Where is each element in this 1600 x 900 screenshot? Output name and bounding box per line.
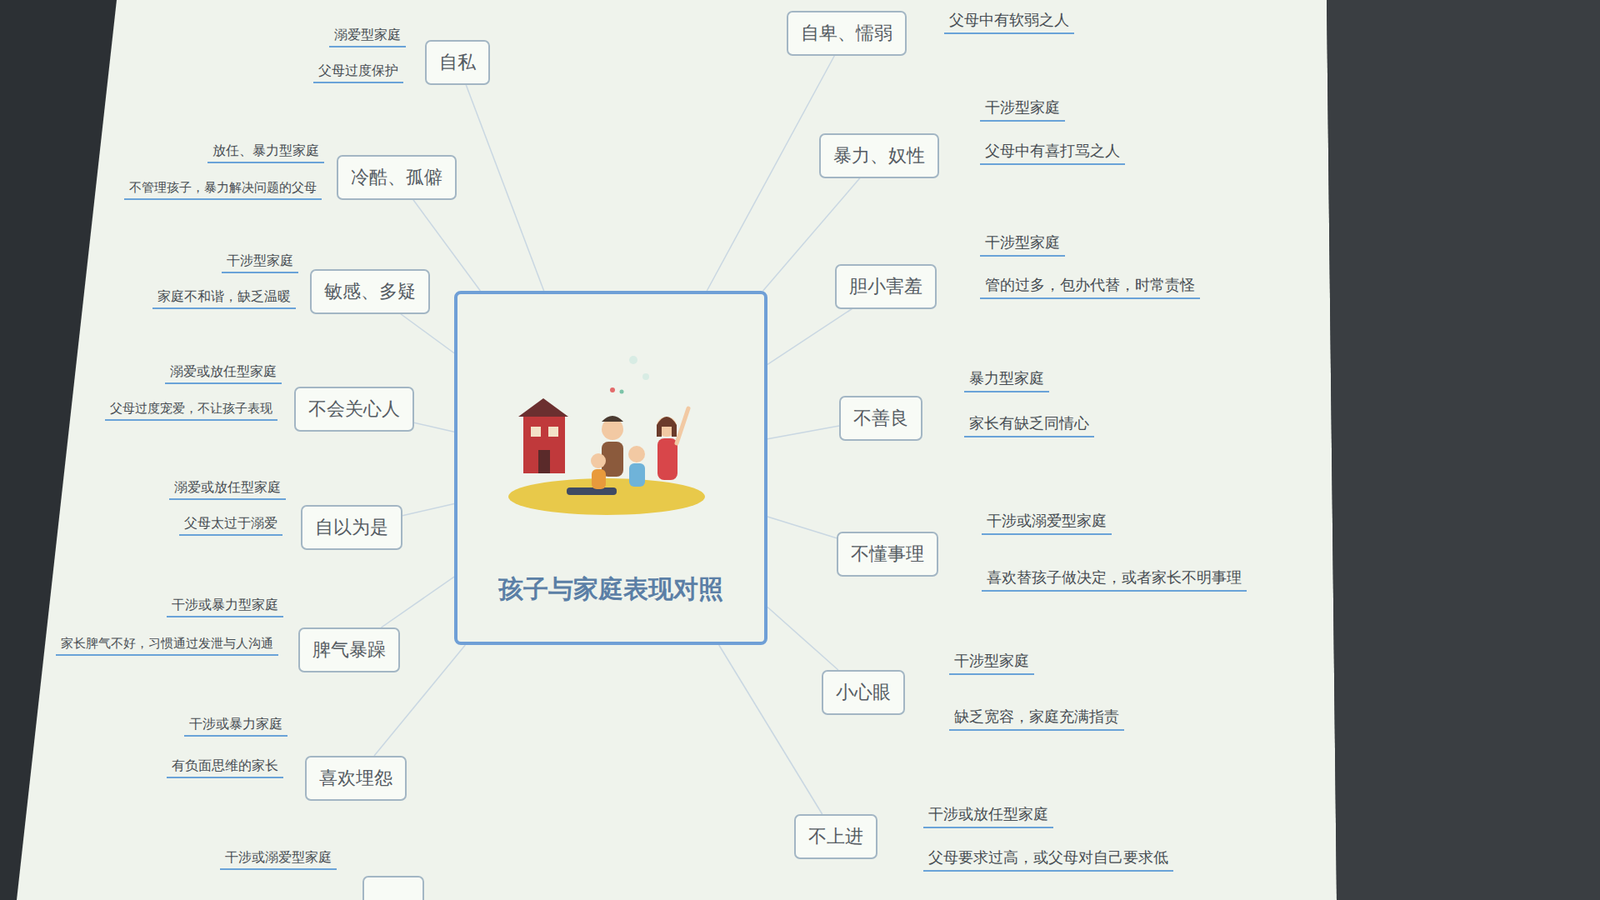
trait-text: 自私 <box>439 50 476 75</box>
cause-label: 父母中有喜打骂之人 <box>980 141 1125 165</box>
cause-label: 父母过度保护 <box>313 62 404 84</box>
screen-shadow <box>1326 0 1600 900</box>
trait-box: 自私 <box>425 40 490 85</box>
trait-text: 暴力、奴性 <box>833 144 925 168</box>
trait-text: 不懂事理 <box>850 542 925 566</box>
ground <box>508 478 705 515</box>
confetti <box>620 390 625 395</box>
branch-line <box>767 425 840 440</box>
branch-line <box>767 607 839 670</box>
cause-label: 不管理孩子，暴力解决问题的父母 <box>124 180 322 200</box>
trait-box: 不懂事理 <box>836 531 939 577</box>
cause-label: 家庭不和谐，缺乏温暖 <box>152 288 296 310</box>
branch-line <box>719 645 823 815</box>
child-head <box>590 453 606 469</box>
father-hair <box>601 415 624 422</box>
child-body <box>629 463 645 487</box>
trait-text: 不善良 <box>853 406 909 430</box>
family-type-label: 干涉或暴力家庭 <box>184 715 288 737</box>
family-type-label: 暴力型家庭 <box>964 369 1050 393</box>
trait-box: 自卑、懦弱 <box>786 10 907 56</box>
family-type-label: 干涉或放任型家庭 <box>923 805 1054 829</box>
trait-text: 自以为是 <box>315 515 389 540</box>
branch-line <box>767 516 837 539</box>
cause-label: 父母过度宠爱，不让孩子表现 <box>105 400 278 421</box>
trait-text: 脾气暴躁 <box>312 638 386 662</box>
topic-title: 孩子与家庭表现对照 <box>457 572 765 607</box>
confetti <box>642 373 650 380</box>
mother-body <box>657 438 678 480</box>
house-door <box>538 450 550 474</box>
branch-line <box>706 55 835 292</box>
family-type-label: 干涉或暴力型家庭 <box>166 596 284 618</box>
cause-label: 家长有缺乏同情心 <box>964 414 1095 438</box>
trait-text: 小心眼 <box>835 680 891 705</box>
trait-box: 不会关心人 <box>294 386 415 432</box>
branch-line <box>414 422 455 432</box>
central-topic: 孩子与家庭表现对照 <box>454 290 768 645</box>
trait-text: 喜欢埋怨 <box>319 766 393 790</box>
cause-label: 有负面思维的家长 <box>166 757 284 779</box>
trait-box: 喜欢埋怨 <box>305 755 407 801</box>
family-type-label: 干涉型家庭 <box>949 651 1035 675</box>
cause-label: 父母太过于溺爱 <box>179 515 283 536</box>
father-legs <box>566 487 617 495</box>
branch-line <box>402 504 455 516</box>
trait-text: 敏感、多疑 <box>324 280 416 304</box>
cause-label: 父母中有软弱之人 <box>944 10 1075 35</box>
trait-text: 不上进 <box>808 825 864 849</box>
mother-head <box>656 416 677 437</box>
trait-box: 胆小害羞 <box>835 264 937 310</box>
trait-text: 胆小害羞 <box>849 275 923 299</box>
cause-label: 缺乏宽容，家庭充满指责 <box>949 707 1125 731</box>
house-window <box>530 426 541 437</box>
trait-box: 暴力、奴性 <box>819 133 940 179</box>
family-type-label: 干涉型家庭 <box>980 98 1065 122</box>
cause-label: 家长脾气不好，习惯通过发泄与人沟通 <box>55 635 279 656</box>
cause-label: 喜欢替孩子做决定，或者家长不明事理 <box>981 568 1247 592</box>
trait-text: 自卑、懦弱 <box>800 21 893 45</box>
family-type-label: 溺爱或放任型家庭 <box>169 479 286 500</box>
family-type-label: 干涉或溺爱型家庭 <box>220 849 337 870</box>
child-body <box>591 469 606 490</box>
trait-box: 不上进 <box>794 814 878 860</box>
confetti <box>610 387 615 393</box>
house-window <box>548 426 559 437</box>
house-roof <box>518 398 569 417</box>
screen-surface <box>16 0 1337 900</box>
trait-text: 不会关心人 <box>308 397 400 421</box>
cause-label: 父母要求过高，或父母对自己要求低 <box>923 848 1174 872</box>
cut-off-box <box>363 876 424 900</box>
branch-line <box>465 85 545 292</box>
trait-box: 脾气暴躁 <box>298 627 400 673</box>
family-type-label: 溺爱或放任型家庭 <box>165 363 282 385</box>
confetti <box>629 355 638 365</box>
mother-arm <box>676 408 689 444</box>
family-type-label: 干涉型家庭 <box>980 233 1065 257</box>
mother-hair <box>656 416 677 437</box>
trait-text: 冷酷、孤僻 <box>350 165 443 190</box>
branch-line <box>767 309 852 365</box>
trait-box: 冷酷、孤僻 <box>336 155 457 200</box>
family-type-label: 放任、暴力型家庭 <box>207 142 325 164</box>
family-type-label: 干涉或溺爱型家庭 <box>981 511 1112 535</box>
trait-box: 不善良 <box>839 395 923 441</box>
child-head <box>628 445 645 463</box>
trait-box: 小心眼 <box>821 670 905 715</box>
family-type-label: 干涉型家庭 <box>221 252 299 274</box>
cause-label: 管的过多，包办代替，时常责怪 <box>980 275 1200 300</box>
trait-box: 自以为是 <box>300 505 403 550</box>
trait-box: 敏感、多疑 <box>310 269 430 315</box>
family-type-label: 溺爱型家庭 <box>329 26 406 48</box>
house-wall <box>523 416 565 474</box>
branch-line <box>380 576 455 628</box>
branch-line <box>400 314 455 354</box>
